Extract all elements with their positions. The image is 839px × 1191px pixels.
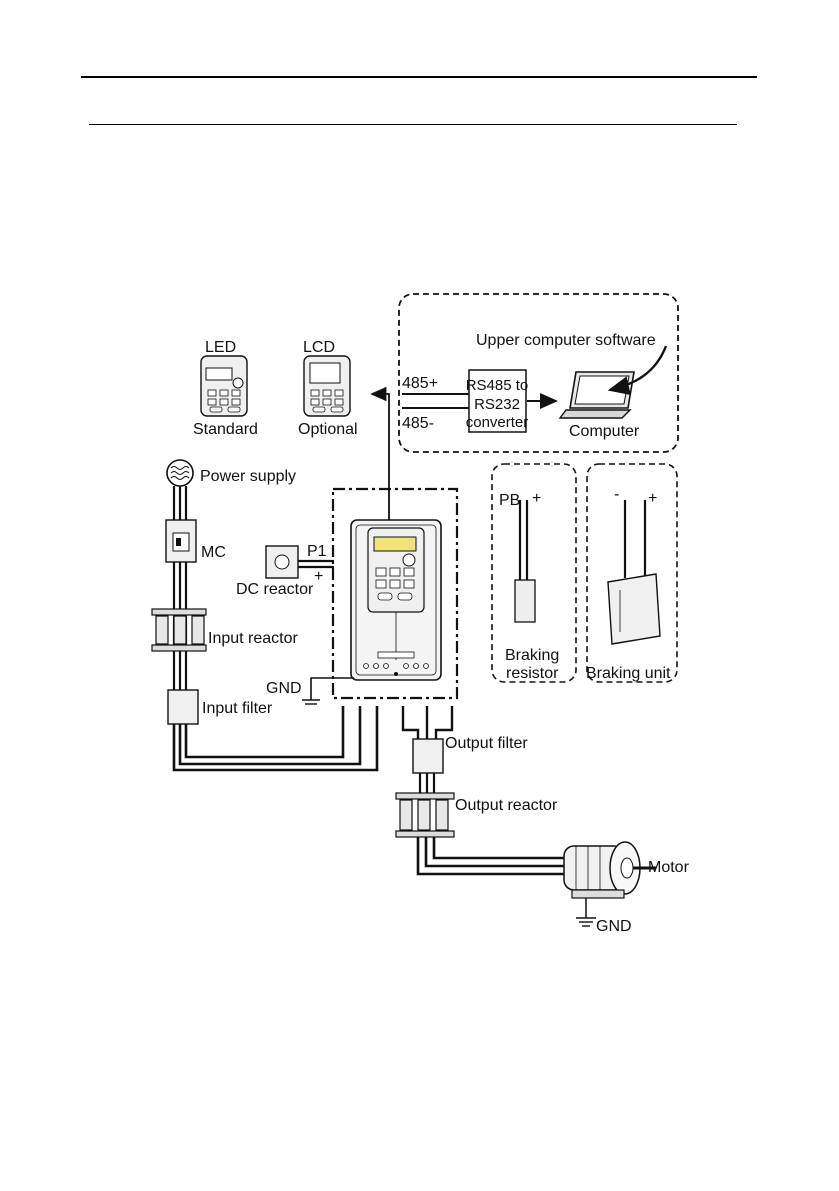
supply-lines xyxy=(174,486,186,704)
reactor-to-motor-wiring xyxy=(418,837,566,874)
mc-label: MC xyxy=(201,544,226,561)
rs485-plus-label: 485+ xyxy=(402,375,438,392)
braking-resistor-icon xyxy=(515,580,535,622)
converter-line-3: converter xyxy=(466,414,529,431)
rs485-minus-label: 485- xyxy=(402,415,434,432)
computer-label: Computer xyxy=(569,423,640,440)
upper-computer-software-label: Upper computer software xyxy=(476,332,656,349)
braking-unit-plus-label: + xyxy=(648,490,657,507)
braking-unit-icon xyxy=(608,574,660,644)
converter-line-2: RS232 xyxy=(474,396,520,413)
optional-label: Optional xyxy=(298,421,358,438)
inverter-ground-icon xyxy=(302,700,320,704)
dc-reactor-icon xyxy=(266,546,298,578)
output-reactor-label: Output reactor xyxy=(455,797,558,814)
keypad-connection-line xyxy=(372,394,389,532)
input-reactor-icon xyxy=(152,609,206,651)
braking-unit-dashed-box xyxy=(587,464,677,682)
braking-unit-minus-label: - xyxy=(614,486,619,503)
output-filter-icon xyxy=(413,739,443,773)
input-filter-label: Input filter xyxy=(202,700,273,717)
power-supply-icon xyxy=(167,460,193,486)
output-reactor-icon xyxy=(396,793,454,837)
motor-label: Motor xyxy=(648,859,690,876)
mc-contactor-icon xyxy=(166,520,196,562)
led-keypad-icon xyxy=(201,356,247,416)
p1-label: P1 xyxy=(307,543,327,560)
laptop-icon xyxy=(560,372,634,418)
power-supply-label: Power supply xyxy=(200,468,296,485)
input-filter-icon xyxy=(168,690,198,724)
led-label: LED xyxy=(205,339,236,356)
braking-unit-label: Braking unit xyxy=(586,665,671,682)
lcd-keypad-icon xyxy=(304,356,350,416)
input-reactor-label: Input reactor xyxy=(208,630,299,647)
dc-reactor-label: DC reactor xyxy=(236,581,314,598)
output-filter-label: Output filter xyxy=(445,735,528,752)
gnd-label: GND xyxy=(266,680,302,697)
braking-resistor-label-2: resistor xyxy=(506,665,559,682)
pb-label: PB xyxy=(499,492,520,509)
lcd-label: LCD xyxy=(303,339,335,356)
motor-ground-icon xyxy=(576,918,596,926)
braking-resistor-label-1: Braking xyxy=(505,647,559,664)
motor-icon xyxy=(564,842,656,898)
converter-line-1: RS485 to xyxy=(466,377,529,394)
inverter-drive-icon xyxy=(351,520,441,680)
standard-label: Standard xyxy=(193,421,258,438)
dc-plus-label: + xyxy=(314,568,323,585)
motor-gnd-label: GND xyxy=(596,918,632,935)
braking-resistor-plus-label: + xyxy=(532,490,541,507)
filter-to-reactor-lines xyxy=(420,773,434,793)
